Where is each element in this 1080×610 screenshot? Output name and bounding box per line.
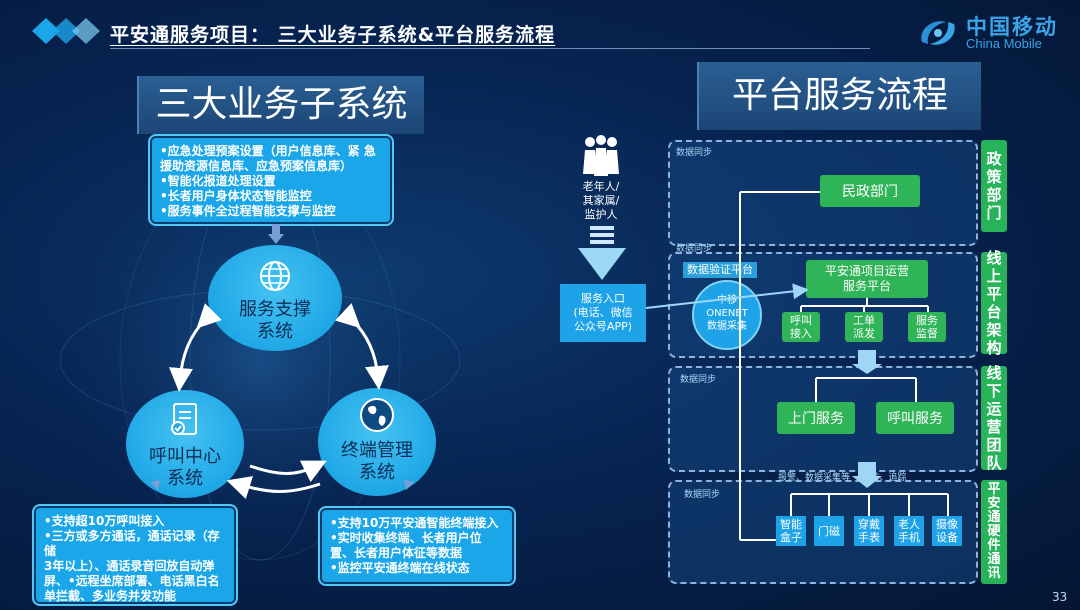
left-banner-title: 三大业务子系统 [137, 76, 424, 134]
section-offline-sync-label: 数据同步 [680, 375, 717, 385]
page-title: 平安通服务项目： 三大业务子系统&平台服务流程 [110, 24, 556, 46]
arrow-down-icon [268, 224, 284, 244]
section-policy-sync-label: 数据同步 [676, 148, 713, 158]
earth-icon [360, 398, 394, 432]
china-mobile-logo-icon [921, 21, 955, 45]
terminal-management-note: •支持10万平安通智能终端接入 •实时收集终端、长者用户位置、长者用户体征等数据… [322, 510, 512, 582]
device-smart-box: 智能 盒子 [776, 516, 806, 546]
call-center-label-2: 系统 [167, 468, 203, 489]
onenet-circle [692, 280, 762, 350]
globe-icon [260, 261, 290, 291]
sub-call-access-box: 呼叫 接入 [782, 312, 820, 342]
flow-connectors [645, 191, 949, 541]
device-senior-phone: 老人 手机 [894, 516, 924, 546]
call-center-note: •支持超10万呼叫接入 •三方或多方通话，通话记录（存储 3年以上）、通话录音回… [36, 508, 234, 603]
civil-affairs-box: 民政部门 [820, 175, 920, 207]
section-policy [668, 140, 978, 246]
arrow-up-right-icon [142, 480, 160, 498]
users-label: 老年人/ 其家属/ 监护人 [582, 180, 620, 221]
terminal-management-label-2: 系统 [359, 462, 395, 483]
cycle-arrows [168, 303, 389, 500]
platform-ops-box: 平安通项目运营 服务平台 [806, 260, 928, 298]
arrow-up-left-icon [404, 480, 422, 498]
header-divider [110, 48, 870, 49]
terminal-management-circle: 终端管理 系统 [318, 388, 436, 496]
sub-monitor-box: 服务 监督 [908, 312, 946, 342]
right-banner-title: 平台服务流程 [697, 62, 981, 130]
section-online-sync-label: 数据同步 [676, 244, 713, 254]
device-camera: 摄像 设备 [932, 516, 962, 546]
big-arrow-down-icon [578, 226, 626, 280]
terminal-management-label-1: 终端管理 [341, 440, 413, 461]
onenet-label: 中移 ONENET 数据采集 [706, 295, 748, 332]
section-hardware-sync-label: 数据同步 [684, 490, 721, 500]
sub-dispatch-box: 工单 派发 [845, 312, 883, 342]
call-center-circle: 呼叫中心 系统 [126, 390, 244, 498]
support-system-note: •应急处理预案设置（用户信息库、紧 急援助资源信息库、应急预案信息库） •智能化… [152, 138, 390, 222]
side-tab-policy: 政 策 部 门 [981, 140, 1007, 232]
support-system-label-2: 系统 [257, 321, 293, 342]
people-group-icon [583, 135, 619, 176]
device-door-sensor: 门磁 [814, 516, 844, 546]
support-system-label-1: 服务支撑 [239, 299, 311, 320]
service-entry-box: 服务入口 (电话、微信 公众号APP) [560, 284, 646, 342]
device-wearable-watch: 穿戴 手表 [854, 516, 884, 546]
project-logo-icon [32, 18, 100, 44]
brand-name-en: China Mobile [966, 36, 1042, 51]
onsite-service-box: 上门服务 [777, 402, 855, 434]
data-verify-tag: 数据验证平台 [683, 262, 757, 278]
side-tab-online: 线 上 平 台 架 构 [981, 249, 1007, 357]
side-tab-offline: 线 下 运 营 团 队 [981, 364, 1007, 472]
document-check-icon [171, 403, 197, 435]
brand-name-cn: 中国移动 [966, 15, 1058, 39]
call-service-box: 呼叫服务 [876, 402, 954, 434]
call-center-label-1: 呼叫中心 [149, 446, 221, 467]
support-system-circle: 服务支撑 系统 [208, 245, 342, 351]
devices-caption: 报警、数据采集等 回访、追踪 [778, 473, 907, 483]
side-tab-hardware: 平 安 通 硬 件 通 讯 [981, 480, 1007, 584]
page-number: 33 [1052, 590, 1068, 604]
